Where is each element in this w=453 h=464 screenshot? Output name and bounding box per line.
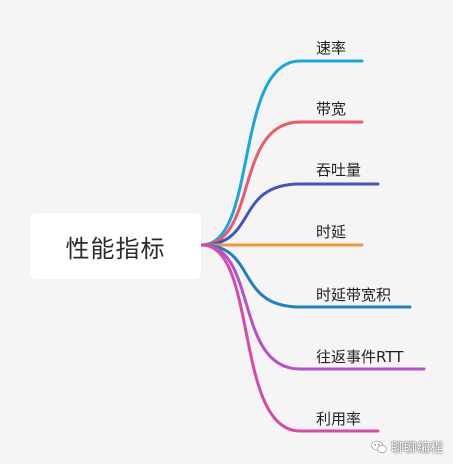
branch-label-bandwidth-delay-product: 时延带宽积 (316, 286, 392, 304)
branch-label-bandwidth: 带宽 (316, 100, 347, 118)
watermark: 聊聊编程 (371, 437, 443, 456)
branch-line-bandwidth (200, 120, 364, 247)
branch-label-delay: 时延 (316, 223, 347, 241)
branch-line-utilization (200, 243, 380, 433)
branch-label-throughput: 吞吐量 (316, 161, 362, 179)
branch-label-utilization: 利用率 (316, 410, 362, 428)
branch-line-rtt (200, 243, 426, 371)
root-node[interactable]: 性能指标 (30, 213, 201, 279)
branch-line-throughput (200, 182, 380, 247)
branch-label-rtt: 往返事件RTT (316, 348, 404, 366)
branch-label-rate: 速率 (316, 39, 347, 57)
watermark-text: 聊聊编程 (391, 441, 444, 456)
wechat-icon (371, 440, 387, 453)
branch-line-bandwidth-delay-product (200, 243, 412, 309)
root-node-label: 性能指标 (65, 234, 166, 263)
branch-line-rate (200, 59, 364, 247)
